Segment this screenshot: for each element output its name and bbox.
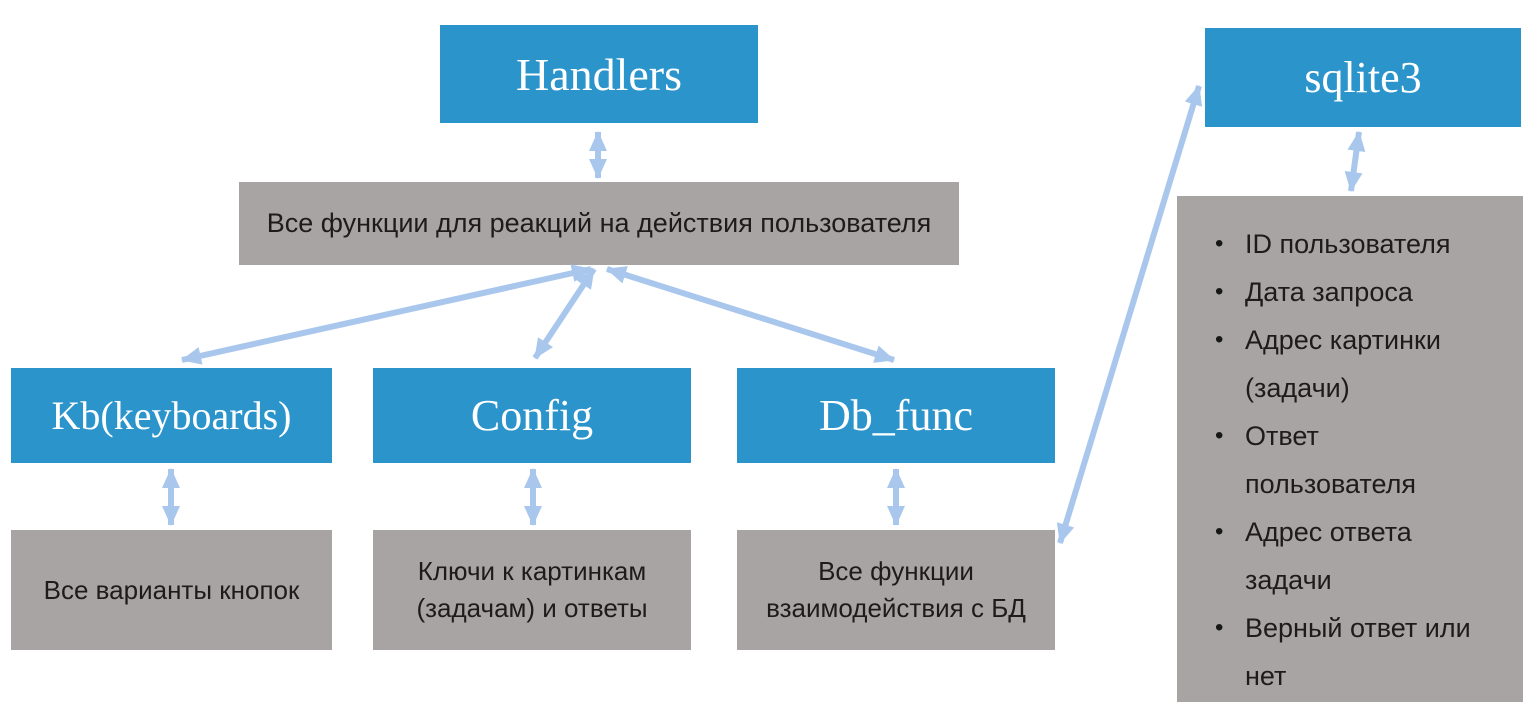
bullet-icon: • xyxy=(1215,422,1224,449)
field-label: Адрес ответа задачи xyxy=(1245,517,1412,595)
node-keyboards: Kb(keyboards) xyxy=(11,368,332,463)
field-label: Адрес картинки (задачи) xyxy=(1245,325,1441,403)
node-db-func-label: Db_func xyxy=(819,391,973,440)
handlers-description-text: Все функции для реакций на действия поль… xyxy=(266,208,932,238)
keyboards-description-text: Все варианты кнопок xyxy=(43,574,300,605)
list-item: • Адрес ответа задачи xyxy=(1215,508,1489,604)
panel-sqlite3-fields: • ID пользователя • Дата запроса • Адрес… xyxy=(1177,196,1523,702)
config-description-text: Ключи к картинкам (задачам) и ответы xyxy=(416,556,648,623)
field-label: Верный ответ или нет xyxy=(1245,613,1471,691)
node-handlers-label: Handlers xyxy=(515,48,683,100)
panel-keyboards-description: Все варианты кнопок xyxy=(11,530,332,650)
bullet-icon: • xyxy=(1215,518,1224,545)
db-func-description-text: Все функции взаимодействия с БД xyxy=(766,556,1026,623)
panel-handlers-description: Все функции для реакций на действия поль… xyxy=(239,182,959,265)
list-item: • Верный ответ или нет xyxy=(1215,604,1489,700)
arrow-description-keyboards xyxy=(181,264,592,365)
list-item: • Дата запроса xyxy=(1215,268,1489,316)
sqlite3-field-list: • ID пользователя • Дата запроса • Адрес… xyxy=(1177,196,1499,700)
node-config-label: Config xyxy=(470,391,594,440)
bullet-icon: • xyxy=(1215,278,1224,305)
node-sqlite3: sqlite3 xyxy=(1205,28,1521,127)
field-label: ID пользователя xyxy=(1245,229,1451,259)
list-item: • ID пользователя xyxy=(1215,220,1489,268)
arrow-description-db-func xyxy=(606,266,895,363)
arrow-sqlite3-fields xyxy=(1344,131,1366,192)
node-sqlite3-label: sqlite3 xyxy=(1304,53,1422,102)
field-label: Дата запроса xyxy=(1245,277,1413,307)
field-label: Ответ пользователя xyxy=(1245,421,1416,499)
panel-config-description: Ключи к картинкам (задачам) и ответы xyxy=(373,530,691,650)
node-config: Config xyxy=(373,368,691,463)
bullet-icon: • xyxy=(1215,326,1224,353)
list-item: • Ответ пользователя xyxy=(1215,412,1489,508)
list-item: • Адрес картинки (задачи) xyxy=(1215,316,1489,412)
node-keyboards-label: Kb(keyboards) xyxy=(51,393,292,438)
bullet-icon: • xyxy=(1215,230,1224,257)
panel-db-func-description: Все функции взаимодействия с БД xyxy=(737,530,1055,650)
bullet-icon: • xyxy=(1215,614,1224,641)
arrow-description-config xyxy=(532,267,597,360)
node-handlers: Handlers xyxy=(440,25,758,123)
node-db-func: Db_func xyxy=(737,368,1055,463)
